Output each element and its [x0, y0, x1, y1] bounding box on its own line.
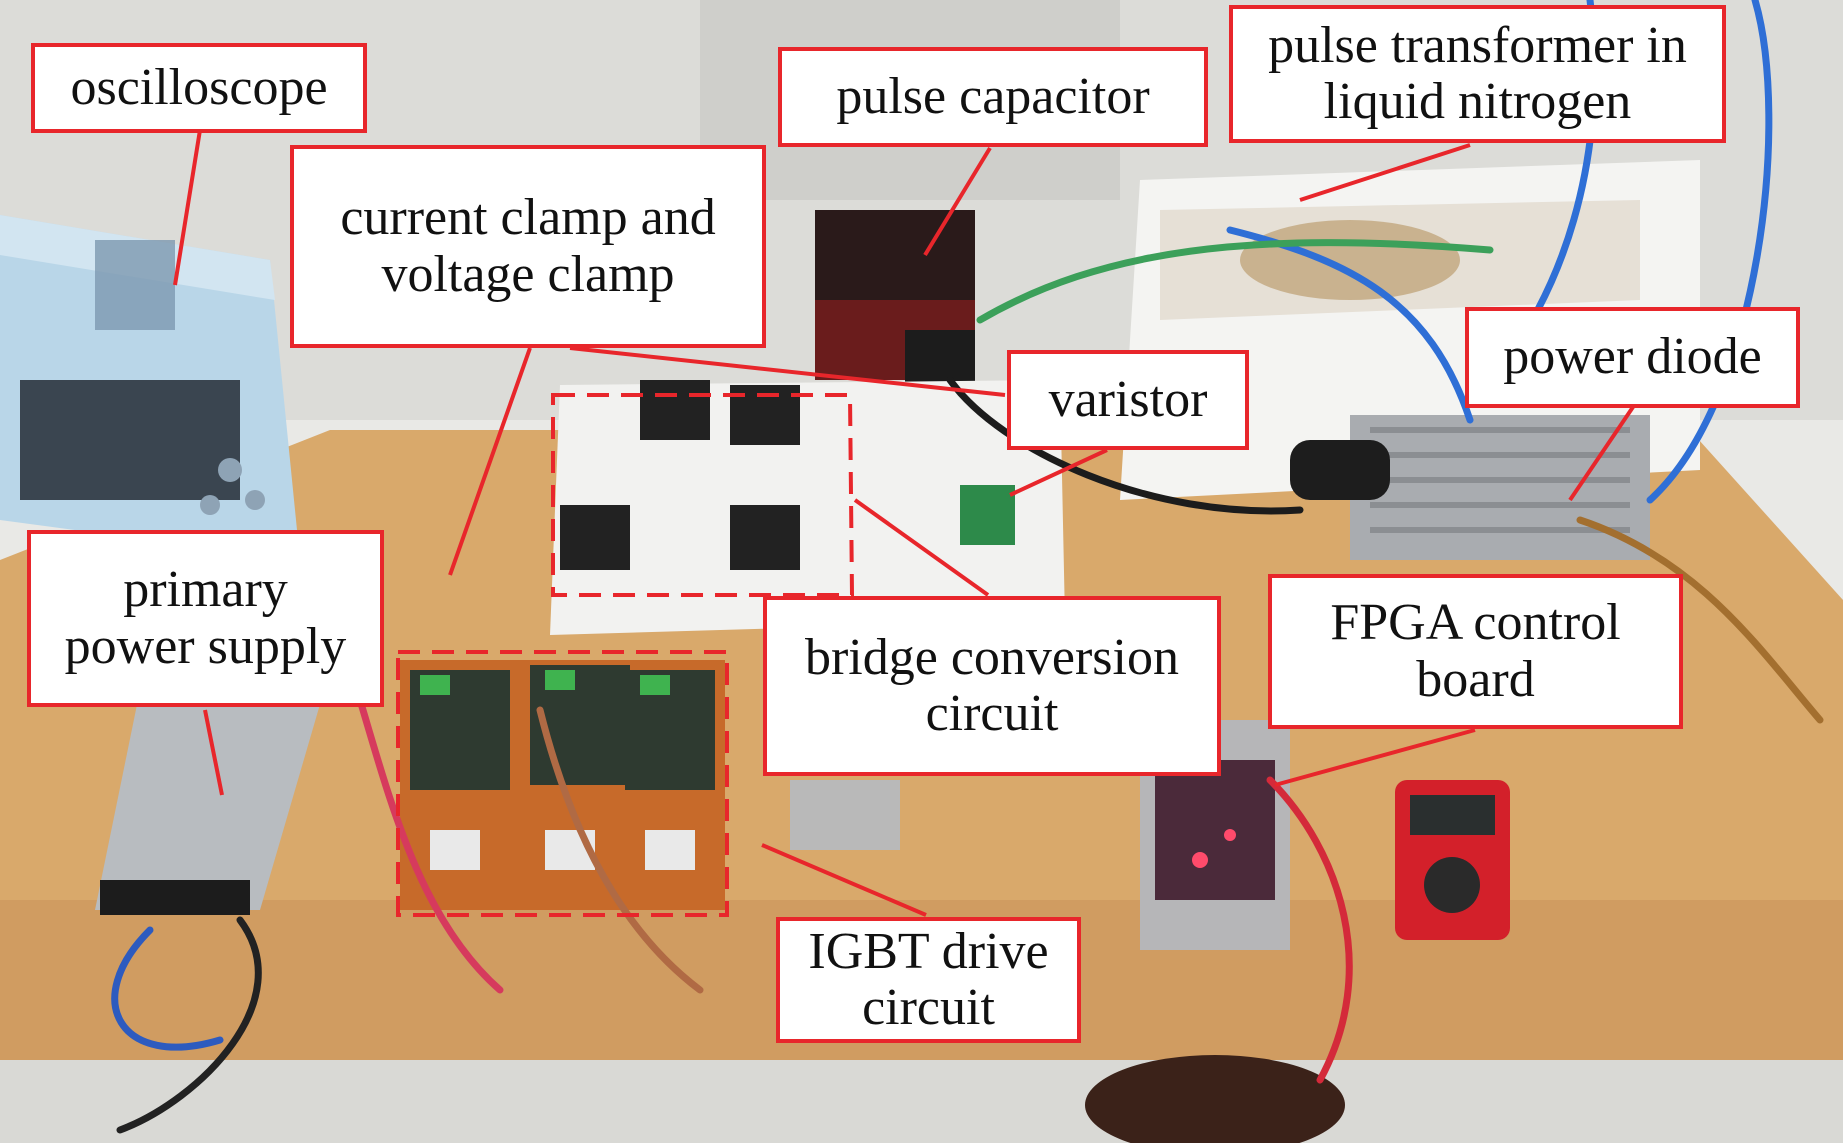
label-pulse-capacitor: pulse capacitor: [778, 47, 1208, 147]
leader-bridge: [853, 498, 990, 597]
leader-fpga: [1274, 728, 1476, 787]
oscilloscope-device: [0, 215, 300, 560]
label-igbt-drive-circuit-text: IGBT drive circuit: [808, 922, 1049, 1036]
label-varistor-text: varistor: [1048, 370, 1208, 428]
leader-clamp-2: [448, 347, 532, 576]
annotation-leader-lines: [173, 129, 1635, 917]
bag: [1085, 1055, 1345, 1143]
label-fpga-control-board: FPGA control board: [1268, 574, 1683, 729]
leader-igbt: [761, 843, 927, 917]
label-bridge-conversion-circuit: bridge conversion circuit: [763, 596, 1221, 776]
label-pulse-transformer-text: pulse transformer in liquid nitrogen: [1268, 16, 1687, 130]
label-bridge-conversion-circuit-text: bridge conversion circuit: [804, 628, 1179, 742]
bridge-circuit-dashed-box: [551, 393, 855, 597]
leader-pulse-transformer: [1299, 143, 1471, 202]
label-oscilloscope: oscilloscope: [31, 43, 367, 133]
label-igbt-drive-circuit: IGBT drive circuit: [776, 917, 1081, 1043]
label-pulse-transformer: pulse transformer in liquid nitrogen: [1229, 5, 1726, 143]
igbt-drive-dashed-box: [396, 650, 729, 917]
leader-oscilloscope: [173, 129, 202, 286]
label-fpga-control-board-text: FPGA control board: [1330, 594, 1621, 708]
cables: [111, 0, 1824, 1134]
leader-power-supply: [203, 709, 224, 796]
label-primary-power-supply: primary power supply: [27, 530, 384, 707]
leader-varistor: [1009, 448, 1108, 497]
label-varistor: varistor: [1007, 350, 1249, 450]
label-power-diode-text: power diode: [1503, 328, 1762, 386]
leader-pulse-capacitor: [923, 146, 992, 257]
annotation-dashed-boxes: [396, 393, 855, 917]
multimeter-device: [1395, 780, 1510, 940]
bridge-circuit-board: [550, 380, 1065, 635]
leader-power-diode: [1568, 405, 1635, 502]
auxiliary-power-module: [790, 780, 900, 850]
leader-clamp-1: [569, 346, 1006, 397]
label-oscilloscope-text: oscilloscope: [70, 58, 328, 116]
primary-power-supply-device: [95, 670, 330, 915]
label-power-diode: power diode: [1465, 307, 1800, 408]
label-primary-power-supply-text: primary power supply: [64, 561, 347, 675]
label-current-voltage-clamp-text: current clamp and voltage clamp: [340, 189, 716, 303]
power-diode-heatsink: [1290, 415, 1650, 560]
label-pulse-capacitor-text: pulse capacitor: [836, 67, 1150, 125]
label-current-voltage-clamp: current clamp and voltage clamp: [290, 145, 766, 348]
